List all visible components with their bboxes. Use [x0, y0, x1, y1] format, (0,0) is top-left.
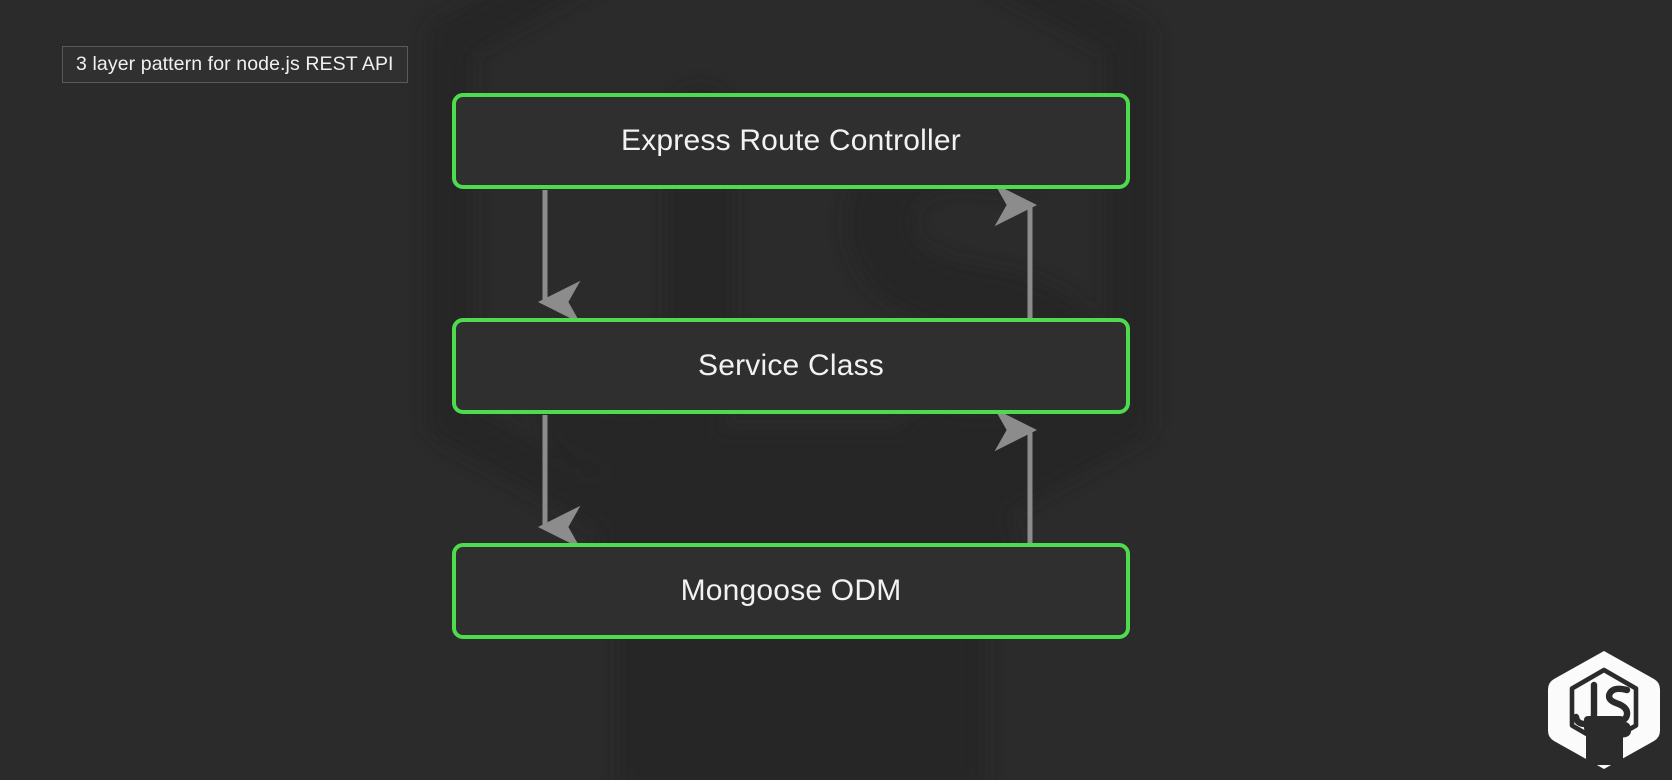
layer-label: Service Class	[698, 349, 884, 382]
layer-label: Mongoose ODM	[680, 574, 902, 607]
diagram-title-badge: 3 layer pattern for node.js REST API	[62, 46, 408, 84]
layer-box-service-class[interactable]: Service Class	[452, 318, 1130, 414]
layer-label: Express Route Controller	[621, 124, 961, 157]
layer-box-express-route-controller[interactable]: Express Route Controller	[452, 93, 1130, 189]
js-fist-logo	[1548, 651, 1660, 769]
layer-box-mongoose-odm[interactable]: Mongoose ODM	[452, 543, 1130, 639]
